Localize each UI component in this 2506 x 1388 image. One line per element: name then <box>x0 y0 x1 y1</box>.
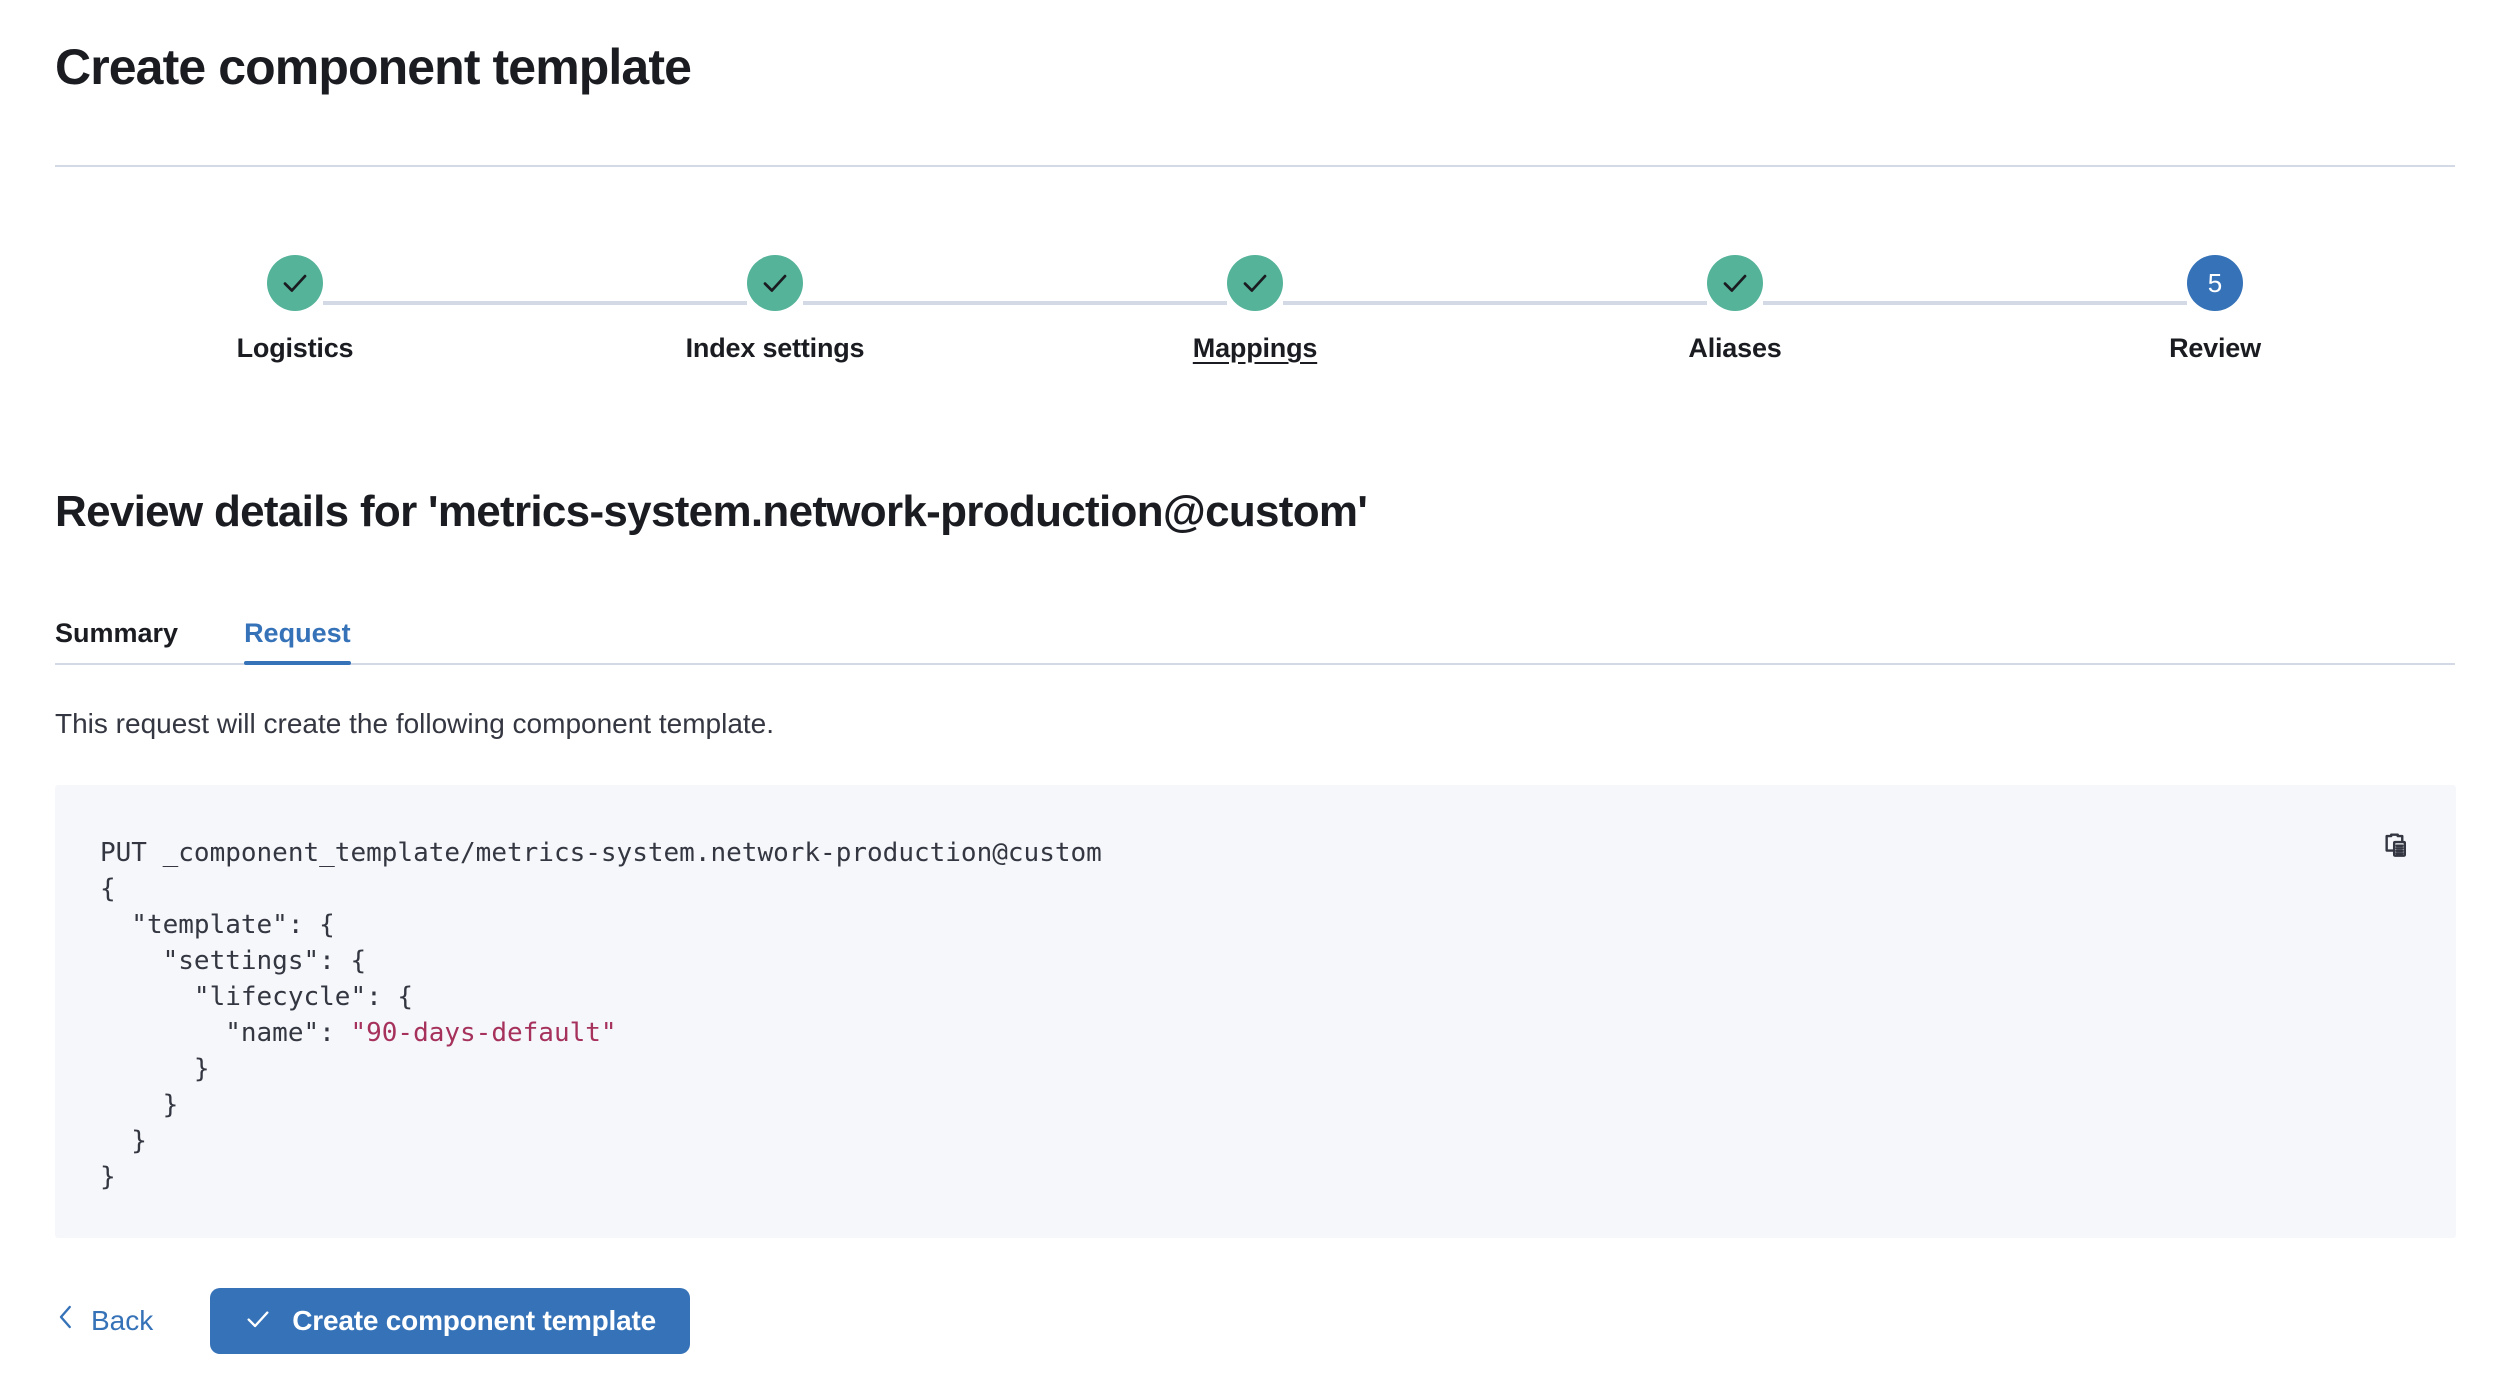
tab-request-label: Request <box>244 618 351 648</box>
active-tab-indicator <box>244 661 351 665</box>
review-tabs: Summary Request <box>55 595 2455 665</box>
stepper-step-review[interactable]: 5 Review <box>1975 255 2455 364</box>
review-heading: Review details for 'metrics-system.netwo… <box>55 487 1368 536</box>
step-circle-complete[interactable] <box>267 255 323 311</box>
connector-line-right <box>1763 301 1975 305</box>
back-button[interactable]: Back <box>55 1292 153 1350</box>
check-icon <box>1240 268 1270 298</box>
step-label: Logistics <box>236 333 354 363</box>
code-line-5: "lifecycle": { <box>100 982 414 1012</box>
step-label: Index settings <box>685 333 865 363</box>
code-line-4: "settings": { <box>100 946 367 976</box>
step-label: Aliases <box>1688 333 1782 363</box>
check-icon <box>244 1305 272 1338</box>
request-code-panel: PUT _component_template/metrics-system.n… <box>55 785 2456 1238</box>
header-divider <box>55 165 2455 167</box>
check-icon <box>760 268 790 298</box>
connector-line-right <box>803 301 1015 305</box>
step-label: Review <box>2169 333 2261 363</box>
connector-line-left <box>1015 301 1227 305</box>
connector-line-right <box>1283 301 1495 305</box>
stepper-step-mappings[interactable]: Mappings <box>1015 255 1495 364</box>
wizard-stepper: Logistics Index settings Mappings <box>55 255 2455 395</box>
code-line-6-value: "90-days-default" <box>350 1018 617 1048</box>
copy-clipboard-icon <box>2381 831 2415 868</box>
request-description: This request will create the following c… <box>55 708 775 739</box>
code-line-2: { <box>100 874 116 904</box>
step-circle-complete[interactable] <box>747 255 803 311</box>
wizard-footer: Back Create component template <box>55 1288 690 1354</box>
stepper-step-aliases[interactable]: Aliases <box>1495 255 1975 364</box>
step-number: 5 <box>2207 268 2223 298</box>
connector-line-left <box>1495 301 1707 305</box>
step-circle-complete[interactable] <box>1707 255 1763 311</box>
step-circle-current[interactable]: 5 <box>2187 255 2243 311</box>
stepper-step-logistics[interactable]: Logistics <box>55 255 535 364</box>
tab-request[interactable]: Request <box>211 617 384 665</box>
copy-clipboard-button[interactable] <box>2372 823 2424 875</box>
back-button-label: Back <box>91 1305 154 1336</box>
connector-line-left <box>535 301 747 305</box>
connector-line-left <box>1975 301 2187 305</box>
page-title: Create component template <box>55 39 692 95</box>
code-line-10: } <box>100 1162 116 1192</box>
connector-line-right <box>323 301 535 305</box>
tabs-underline <box>55 663 2455 665</box>
create-component-template-button[interactable]: Create component template <box>210 1288 690 1354</box>
code-line-3: "template": { <box>100 910 335 940</box>
chevron-left-icon <box>55 1302 77 1340</box>
check-icon <box>1720 268 1750 298</box>
request-code-block[interactable]: PUT _component_template/metrics-system.n… <box>100 835 1102 1195</box>
code-line-1: PUT _component_template/metrics-system.n… <box>100 838 1102 868</box>
create-component-template-button-label: Create component template <box>292 1305 656 1336</box>
stepper-step-index-settings[interactable]: Index settings <box>535 255 1015 364</box>
step-circle-complete[interactable] <box>1227 255 1283 311</box>
tab-summary[interactable]: Summary <box>55 617 211 665</box>
code-line-7: } <box>100 1054 210 1084</box>
code-line-6-key: "name": <box>100 1018 351 1048</box>
code-line-9: } <box>100 1126 147 1156</box>
tab-strip: Summary Request <box>55 617 384 665</box>
check-icon <box>280 268 310 298</box>
code-line-8: } <box>100 1090 179 1120</box>
step-label: Mappings <box>1192 333 1318 363</box>
